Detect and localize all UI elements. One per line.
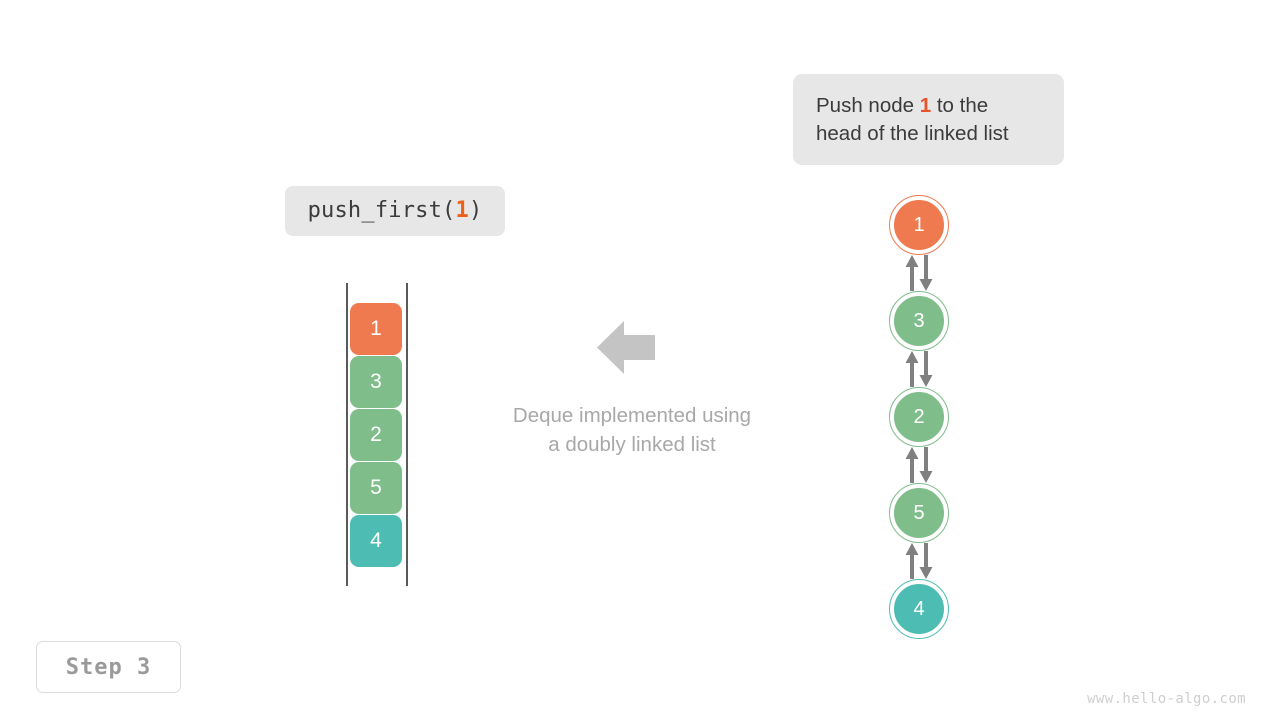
left-arrow-icon [597, 321, 655, 374]
deque-cell: 5 [350, 462, 402, 514]
linked-list-node: 2 [889, 387, 949, 447]
node-value: 2 [913, 405, 925, 428]
annotation-line1-after: to the [931, 94, 989, 117]
node-link-pair [902, 543, 936, 579]
center-caption-line2: a doubly linked list [548, 433, 716, 457]
center-caption-line1: Deque implemented using [512, 404, 752, 427]
annotation-highlight-value: 1 [919, 94, 932, 117]
node-link-pair [902, 351, 936, 387]
annotation-line2: head of the linked list [816, 121, 1009, 145]
operation-argument: 1 [455, 198, 469, 224]
deque-cell-list: 1 3 2 5 4 [350, 303, 402, 568]
deque-cell: 2 [350, 409, 402, 461]
node-value: 5 [913, 501, 925, 524]
deque-cell-value: 2 [370, 423, 382, 446]
watermark-text: www.hello-algo.com [1087, 691, 1246, 707]
node-link-pair [902, 447, 936, 483]
deque-cell-value: 3 [370, 370, 382, 393]
node-value: 1 [913, 213, 925, 236]
linked-list-node: 5 [889, 483, 949, 543]
annotation-callout: Push node 1 to the head of the linked li… [793, 74, 1064, 165]
deque-cell-value: 4 [370, 529, 382, 552]
step-badge-label: Step 3 [65, 654, 152, 680]
deque-cell: 3 [350, 356, 402, 408]
node-link-pair [902, 255, 936, 291]
node-ring [889, 291, 949, 351]
node-ring [889, 195, 949, 255]
annotation-line1-before: Push node [816, 94, 920, 117]
operation-callout: push_first(1) [285, 186, 505, 236]
watermark: www.hello-algo.com [1087, 691, 1246, 707]
step-badge: Step 3 [36, 641, 181, 693]
linked-list-node: 3 [889, 291, 949, 351]
center-caption: Deque implemented using a doubly linked … [452, 401, 812, 459]
deque-cell: 4 [350, 515, 402, 567]
linked-list-node: 4 [889, 579, 949, 639]
linked-list-node: 1 [889, 195, 949, 255]
deque-rail-left [346, 283, 348, 586]
node-value: 4 [913, 597, 925, 620]
node-ring [889, 483, 949, 543]
node-ring [889, 387, 949, 447]
operation-suffix: ) [468, 198, 483, 224]
deque-cell-value: 5 [370, 476, 382, 499]
deque-column: 1 3 2 5 4 [346, 283, 408, 586]
operation-prefix: push_first( [307, 198, 456, 224]
deque-cell: 1 [350, 303, 402, 355]
deque-cell-value: 1 [370, 317, 382, 340]
node-ring [889, 579, 949, 639]
node-value: 3 [913, 309, 925, 332]
deque-rail-right [406, 283, 408, 586]
